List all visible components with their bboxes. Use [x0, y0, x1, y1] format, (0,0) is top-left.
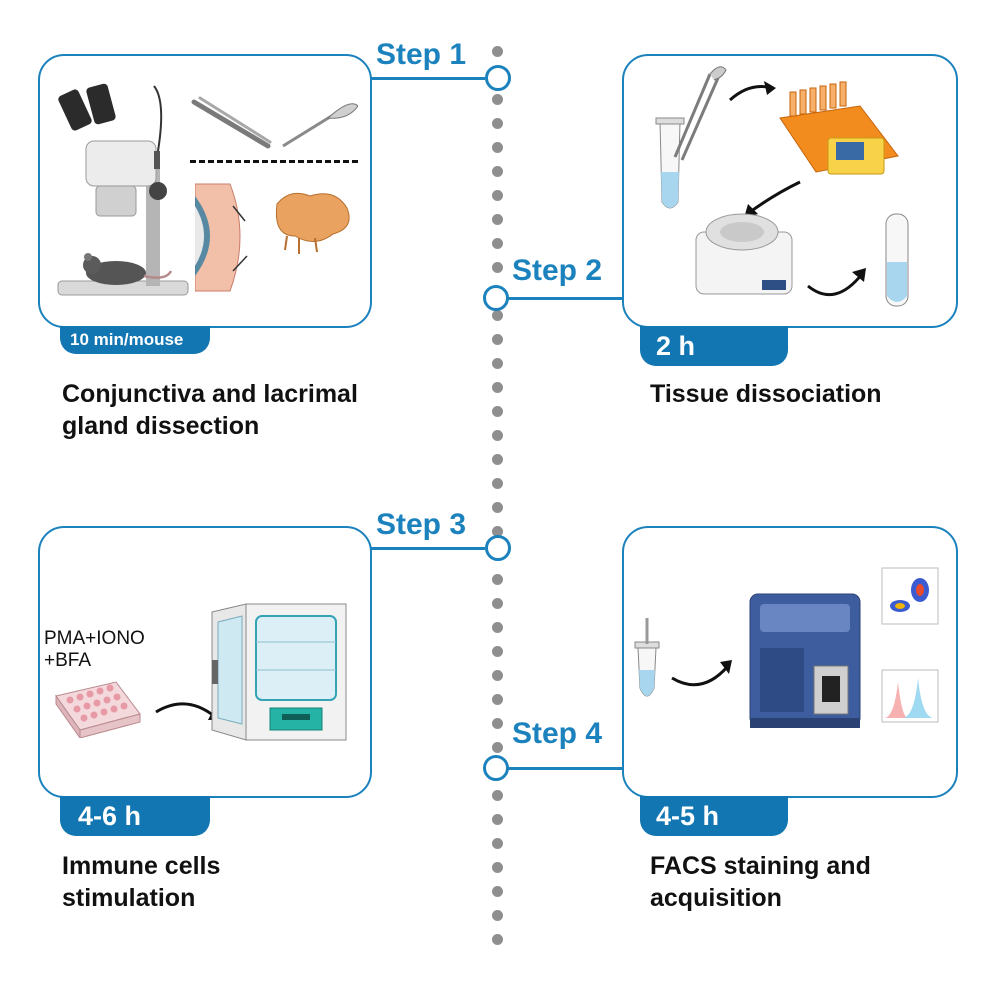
timeline-dot [492, 46, 503, 57]
step3-label: Step 3 [376, 508, 467, 541]
dissociation-equipment-illustration [655, 66, 909, 307]
step4-time: 4-5 h [656, 800, 720, 831]
step2-caption: Tissue dissociation [650, 378, 882, 410]
reagent-text: PMA+IONO +BFA [44, 628, 145, 672]
timeline-dot [492, 262, 503, 273]
reagent-line1: PMA+IONO [44, 628, 145, 649]
step4-time-tab: 4-5 h [640, 796, 788, 836]
timeline-dot [492, 838, 503, 849]
step4-caption-line1: FACS staining and [650, 852, 871, 880]
forceps-scissors-illustration [191, 96, 358, 149]
timeline-dot [492, 934, 503, 945]
eye-lacrimal-gland-illustration [195, 183, 350, 292]
timeline-dot [492, 214, 503, 225]
timeline-dot [492, 310, 503, 321]
timeline-dot [492, 406, 503, 417]
facs-equipment-illustration [634, 567, 939, 728]
step2-label: Step 2 [512, 254, 603, 287]
culture-plate-illustration [55, 681, 141, 738]
timeline-dot [492, 334, 503, 345]
timeline-dot [492, 670, 503, 681]
step3-time: 4-6 h [78, 800, 142, 831]
step4-card [622, 526, 958, 798]
step3-caption-line2: stimulation [62, 884, 196, 912]
timeline-dot [492, 814, 503, 825]
timeline-dot [492, 238, 503, 249]
step2-connector [508, 297, 624, 300]
step1-card [38, 54, 372, 328]
step2-time: 2 h [656, 330, 696, 361]
step3-connector [370, 547, 485, 550]
step3-caption: Immune cells stimulation [62, 850, 220, 914]
timeline-dot [492, 886, 503, 897]
timeline-dot [492, 358, 503, 369]
step4-node [483, 755, 509, 781]
step1-time-tab: 10 min/mouse [60, 326, 210, 354]
timeline-dot [492, 526, 503, 537]
timeline-dot [492, 430, 503, 441]
timeline-dot [492, 502, 503, 513]
timeline-dot [492, 454, 503, 465]
step3-caption-line1: Immune cells [62, 852, 221, 880]
step2-caption-line1: Tissue dissociation [650, 380, 882, 408]
timeline-dot [492, 94, 503, 105]
step4-connector [508, 767, 624, 770]
timeline-dot [492, 142, 503, 153]
timeline-dot [492, 910, 503, 921]
timeline-dot [492, 166, 503, 177]
step3-card: PMA+IONO +BFA [38, 526, 372, 798]
microscope-mouse-illustration [57, 83, 189, 296]
timeline-dot [492, 646, 503, 657]
timeline-dot [492, 718, 503, 729]
incubator-illustration [155, 603, 347, 741]
step1-caption: Conjunctiva and lacrimal gland dissectio… [62, 378, 358, 442]
step1-connector [370, 77, 485, 80]
dashed-divider [190, 160, 358, 163]
timeline-dot [492, 190, 503, 201]
step2-node [483, 285, 509, 311]
timeline-dot [492, 622, 503, 633]
step1-node [485, 65, 511, 91]
timeline-dot [492, 862, 503, 873]
step4-label: Step 4 [512, 717, 603, 750]
step4-caption-line2: acquisition [650, 884, 782, 912]
step1-caption-line1: Conjunctiva and lacrimal [62, 380, 358, 408]
step3-time-tab: 4-6 h [60, 796, 210, 836]
timeline-dot [492, 382, 503, 393]
timeline-dot [492, 118, 503, 129]
timeline-dot [492, 790, 503, 801]
reagent-line2: +BFA [44, 650, 91, 671]
step1-caption-line2: gland dissection [62, 412, 260, 440]
step1-label: Step 1 [376, 38, 467, 71]
timeline-dot [492, 694, 503, 705]
timeline-dot [492, 574, 503, 585]
timeline-dot [492, 478, 503, 489]
timeline-dot [492, 742, 503, 753]
timeline-dot [492, 598, 503, 609]
step1-time: 10 min/mouse [70, 330, 184, 349]
step4-caption: FACS staining and acquisition [650, 850, 871, 914]
step2-card [622, 54, 958, 328]
step3-node [485, 535, 511, 561]
step2-time-tab: 2 h [640, 326, 788, 366]
